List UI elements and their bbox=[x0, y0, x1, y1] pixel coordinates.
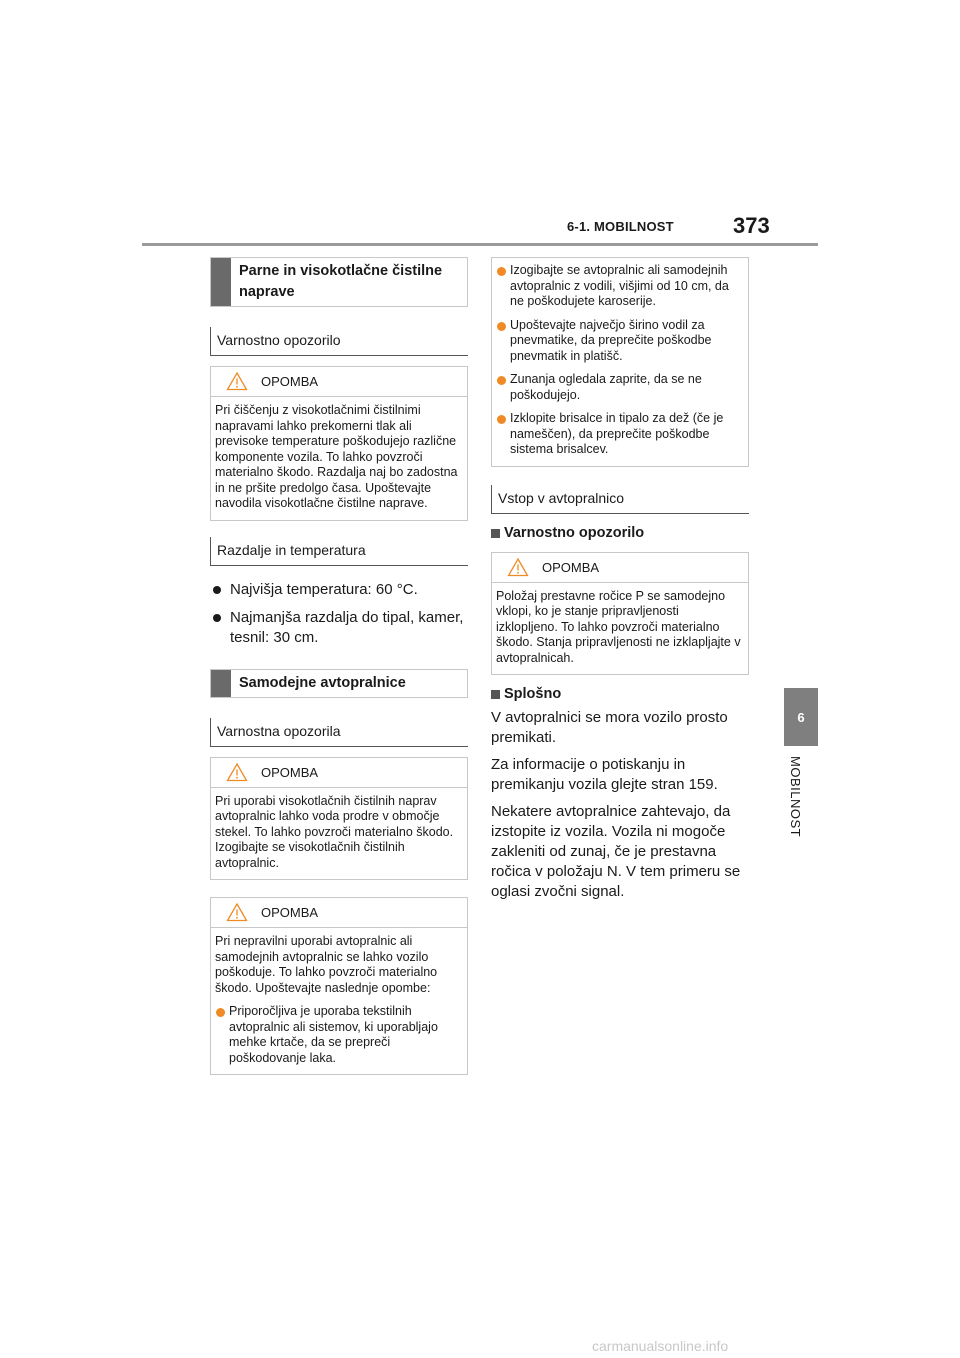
list-item: Izogibajte se avtopralnic ali samodejnih… bbox=[496, 263, 743, 310]
section-heading: Varnostno opozorilo bbox=[491, 525, 749, 541]
orange-bullet-icon bbox=[216, 1008, 225, 1017]
chapter-tab: 6 bbox=[784, 688, 818, 746]
body-paragraph: V avtopralnici se mora vozilo prosto pre… bbox=[491, 709, 728, 746]
notice-box: OPOMBA Pri čiščenju z visokotlačnimi čis… bbox=[210, 366, 468, 521]
notice-title: OPOMBA bbox=[261, 374, 319, 389]
list-item: Zunanja ogledala zaprite, da se ne poško… bbox=[496, 372, 743, 403]
title-box-steam-cleaners: Parne in visokotlačne čistilne naprave bbox=[210, 257, 468, 307]
notice-box: OPOMBA Pri nepravilni uporabi avtopralni… bbox=[210, 897, 468, 1075]
subheading: Vstop v avtopralnico bbox=[491, 484, 749, 514]
notice-text: Pri uporabi visokotlačnih čistilnih napr… bbox=[215, 793, 454, 870]
page-number: 373 bbox=[733, 213, 770, 238]
subheading: Varnostno opozorilo bbox=[210, 327, 468, 356]
subheading: Varnostna opozorila bbox=[210, 717, 468, 747]
square-bullet-icon bbox=[491, 528, 500, 538]
header-rule bbox=[142, 243, 818, 246]
body-paragraph: Za informacije o potiskanju in premikanj… bbox=[491, 756, 718, 793]
warning-triangle-icon bbox=[226, 371, 248, 391]
square-bullet-icon bbox=[491, 690, 500, 699]
list-item: Najvišja temperatura: 60 °C. bbox=[210, 580, 468, 600]
title-box-car-washes: Samodejne avtopralnice bbox=[210, 668, 468, 698]
footer-watermark: carmanualsonline.info bbox=[592, 1338, 729, 1354]
list-item: Najmanjša razdalja do tipal, kamer, tesn… bbox=[210, 608, 468, 648]
notice-box: OPOMBA Položaj prestavne ročice P se sam… bbox=[491, 551, 749, 675]
warning-triangle-icon bbox=[507, 557, 529, 576]
notice-text: Pri čiščenju z visokotlačnimi čistilnimi… bbox=[215, 403, 458, 510]
notice-box: OPOMBA Pri uporabi visokotlačnih čistiln… bbox=[210, 756, 468, 880]
body-paragraph: Nekatere avtopralnice zahtevajo, da izst… bbox=[491, 803, 741, 900]
chapter-label: MOBILNOST bbox=[788, 756, 803, 838]
orange-bullet-icon bbox=[497, 321, 506, 331]
notice-text: Položaj prestavne ročice P se samodejno … bbox=[496, 588, 741, 665]
title-box-label: Samodejne avtopralnice bbox=[239, 674, 406, 691]
notice-box-continued: Izogibajte se avtopralnic ali samodejnih… bbox=[491, 257, 749, 467]
warning-triangle-icon bbox=[226, 762, 248, 781]
left-column: Parne in visokotlačne čistilne naprave V… bbox=[210, 257, 468, 1075]
warning-triangle-icon bbox=[226, 902, 248, 922]
orange-bullet-icon bbox=[497, 415, 506, 424]
notice-title: OPOMBA bbox=[261, 905, 319, 920]
orange-bullet-icon bbox=[497, 267, 506, 276]
notice-text: Pri nepravilni uporabi avtopralnic ali s… bbox=[215, 934, 438, 995]
subheading: Razdalje in temperatura bbox=[210, 536, 468, 566]
list-item: Izklopite brisalce in tipalo za dež (če … bbox=[496, 411, 743, 458]
section-title: 6-1. MOBILNOST bbox=[567, 219, 674, 234]
right-column: Izogibajte se avtopralnic ali samodejnih… bbox=[491, 257, 749, 902]
list-item: Priporočljiva je uporaba tekstilnih avto… bbox=[215, 1004, 462, 1066]
list-item: Upoštevajte največjo širino vodil za pne… bbox=[496, 318, 743, 365]
section-heading: Splošno bbox=[491, 686, 749, 702]
notice-title: OPOMBA bbox=[542, 559, 600, 575]
notice-title: OPOMBA bbox=[261, 764, 319, 780]
title-box-label: Parne in visokotlačne čistilne naprave bbox=[239, 263, 443, 300]
bullet-list: Najvišja temperatura: 60 °C. Najmanjša r… bbox=[210, 580, 468, 648]
orange-bullet-icon bbox=[497, 376, 506, 385]
